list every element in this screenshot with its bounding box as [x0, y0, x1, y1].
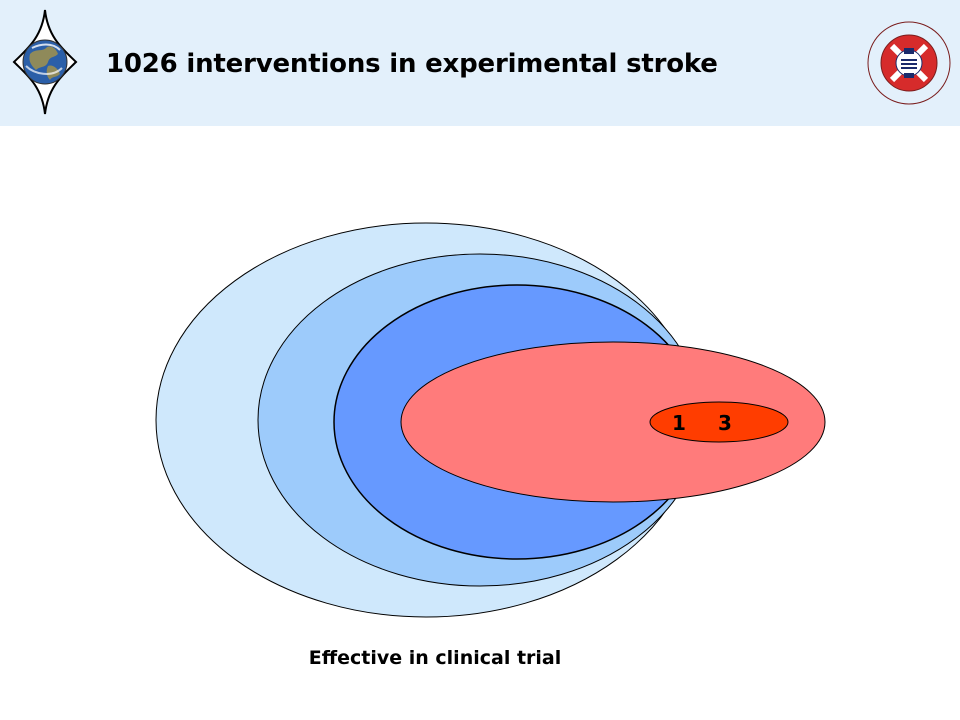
effective-set-ellipse	[649, 401, 789, 443]
diagram-caption: Effective in clinical trial	[308, 647, 562, 669]
count-label-right: 3	[718, 411, 732, 435]
globe-emblem-icon	[12, 9, 78, 115]
university-crest-icon	[867, 21, 951, 105]
clinical-trial-set-ellipse	[400, 341, 826, 503]
header-banner: 1026 interventions in experimental strok…	[0, 0, 960, 126]
venn-diagram: 1 3	[155, 222, 826, 618]
count-label-left: 1	[672, 411, 686, 435]
page-title: 1026 interventions in experimental strok…	[106, 49, 718, 79]
